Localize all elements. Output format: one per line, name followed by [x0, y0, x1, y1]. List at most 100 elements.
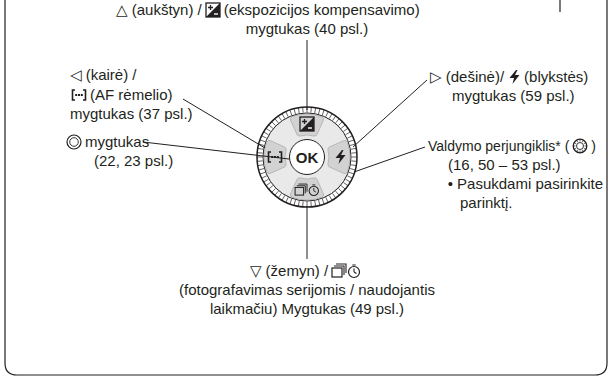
leader-line: [183, 99, 265, 148]
frame-tick: [559, 0, 560, 12]
knurl-stroke: [351, 148, 356, 150]
knurl-stroke: [294, 200, 295, 205]
knurl-stroke: [290, 110, 292, 115]
leader-line: [307, 40, 308, 110]
dial-icon: [572, 138, 588, 154]
knurl-stroke: [258, 164, 263, 166]
label-row: △ (aukštyn) / (ekspozicijos kompensavimo): [116, 1, 420, 19]
button-label: • Pasukdami pasirinkite: [448, 175, 603, 193]
label-row: mygtukas (37 psl.): [70, 105, 193, 123]
knurl-stroke: [257, 157, 263, 158]
label-row: (AF rėmelio): [68, 86, 173, 104]
knurl-stroke: [278, 193, 281, 198]
knurl-stroke: [302, 201, 303, 206]
knurl-stroke: [266, 128, 271, 131]
button-label: (22, 23 psl.): [94, 152, 173, 170]
button-label: Valdymo perjungiklis* (: [428, 137, 569, 155]
label-row: laikmačiu) Mygtukas (49 psl.): [210, 300, 404, 318]
label-row: mygtukas (40 psl.): [246, 20, 369, 38]
knurl-stroke: [341, 186, 345, 190]
leader-line: [353, 80, 427, 147]
knurl-stroke: [319, 109, 320, 114]
label-row: ▷ (dešinė)/ (blykstės): [430, 68, 588, 86]
button-label: mygtukas (59 psl.): [452, 87, 575, 105]
leader-lines: [143, 40, 427, 259]
button-label: ▷ (dešinė)/: [430, 68, 504, 86]
knurl-stroke: [290, 199, 292, 204]
knurl-stroke: [262, 176, 267, 178]
button-label: ◁ (kairė) /: [70, 66, 137, 84]
knurl-stroke: [264, 179, 269, 182]
knurl-stroke: [341, 125, 345, 129]
knurl-stroke: [278, 116, 281, 121]
leader-line: [307, 206, 308, 259]
burst-icon: [331, 263, 361, 279]
button-label: parinktį.: [460, 194, 513, 212]
label-row: (16, 50 – 53 psl.): [448, 156, 561, 174]
knurl-stroke: [257, 152, 262, 153]
knurl-stroke: [286, 197, 288, 202]
knurl-stroke: [294, 109, 295, 114]
knurl-stroke: [351, 152, 356, 153]
knurl-stroke: [275, 191, 279, 195]
flash-icon: [336, 150, 346, 164]
button-label: mygtukas: [85, 133, 149, 151]
knurl-stroke: [282, 114, 285, 119]
knurl-stroke: [326, 112, 328, 117]
dial-icons: [269, 117, 346, 196]
knurl-stroke: [347, 176, 352, 178]
button-label: mygtukas (40 psl.): [246, 20, 369, 38]
knurl-stroke: [298, 108, 300, 113]
label-row: Valdymo perjungiklis* (): [428, 137, 596, 155]
button-label: (AF rėmelio): [90, 86, 173, 104]
knurl-stroke: [336, 191, 340, 195]
knurl-stroke: [310, 201, 311, 206]
knurl-stroke: [282, 196, 285, 201]
knurl-stroke: [260, 140, 265, 142]
knurl-stroke: [322, 199, 324, 204]
knurl-stroke: [326, 197, 328, 202]
knurl-stroke: [350, 169, 355, 170]
knurl-stroke: [343, 183, 348, 186]
knurl-stroke: [352, 157, 358, 158]
arrow-pads: [264, 114, 350, 200]
knurl-stroke: [314, 201, 316, 206]
button-label: mygtukas (37 psl.): [70, 105, 193, 123]
knurl-stroke: [346, 132, 351, 135]
button-label: (blykstės): [524, 68, 588, 86]
button-label: △ (aukštyn) /: [116, 1, 202, 19]
knurl-stroke: [272, 188, 276, 192]
exp-icon: [205, 2, 221, 18]
exp-icon: [300, 117, 314, 131]
label-row: (fotografavimas serijomis / naudojantis: [179, 281, 435, 299]
knurl-stroke: [322, 110, 324, 115]
knurl-stroke: [259, 169, 264, 170]
knurl-stroke: [336, 119, 340, 123]
knurl-stroke: [349, 172, 354, 174]
flash-icon: [507, 69, 521, 85]
knurl-stroke: [262, 136, 267, 138]
knurl-stroke: [329, 114, 332, 119]
button-label: ▽ (žemyn) /: [250, 262, 328, 280]
label-row: • Pasukdami pasirinkite: [448, 175, 603, 193]
knurl-stroke: [257, 160, 262, 161]
knurl-stroke: [258, 148, 263, 150]
button-text: OK: [296, 149, 319, 166]
af-icon: [71, 87, 87, 103]
knurl-stroke: [338, 122, 342, 126]
ok-button: OK: [289, 139, 325, 175]
knurl-stroke: [333, 116, 336, 121]
label-row: parinktį.: [460, 194, 513, 212]
arrow-pad: [328, 140, 350, 173]
knurl-stroke: [302, 107, 303, 112]
label-row: (22, 23 psl.): [94, 152, 173, 170]
knurl-stroke: [286, 112, 288, 117]
knurl-stroke: [343, 128, 348, 131]
knurl-stroke: [310, 107, 311, 112]
button-label: (ekspozicijos kompensavimo): [224, 1, 420, 19]
label-row: ▽ (žemyn) /: [250, 262, 364, 280]
label-row: mygtukas (59 psl.): [452, 87, 575, 105]
frame: [5, 0, 607, 375]
button-label: ): [591, 137, 596, 155]
button-label: (16, 50 – 53 psl.): [448, 156, 561, 174]
